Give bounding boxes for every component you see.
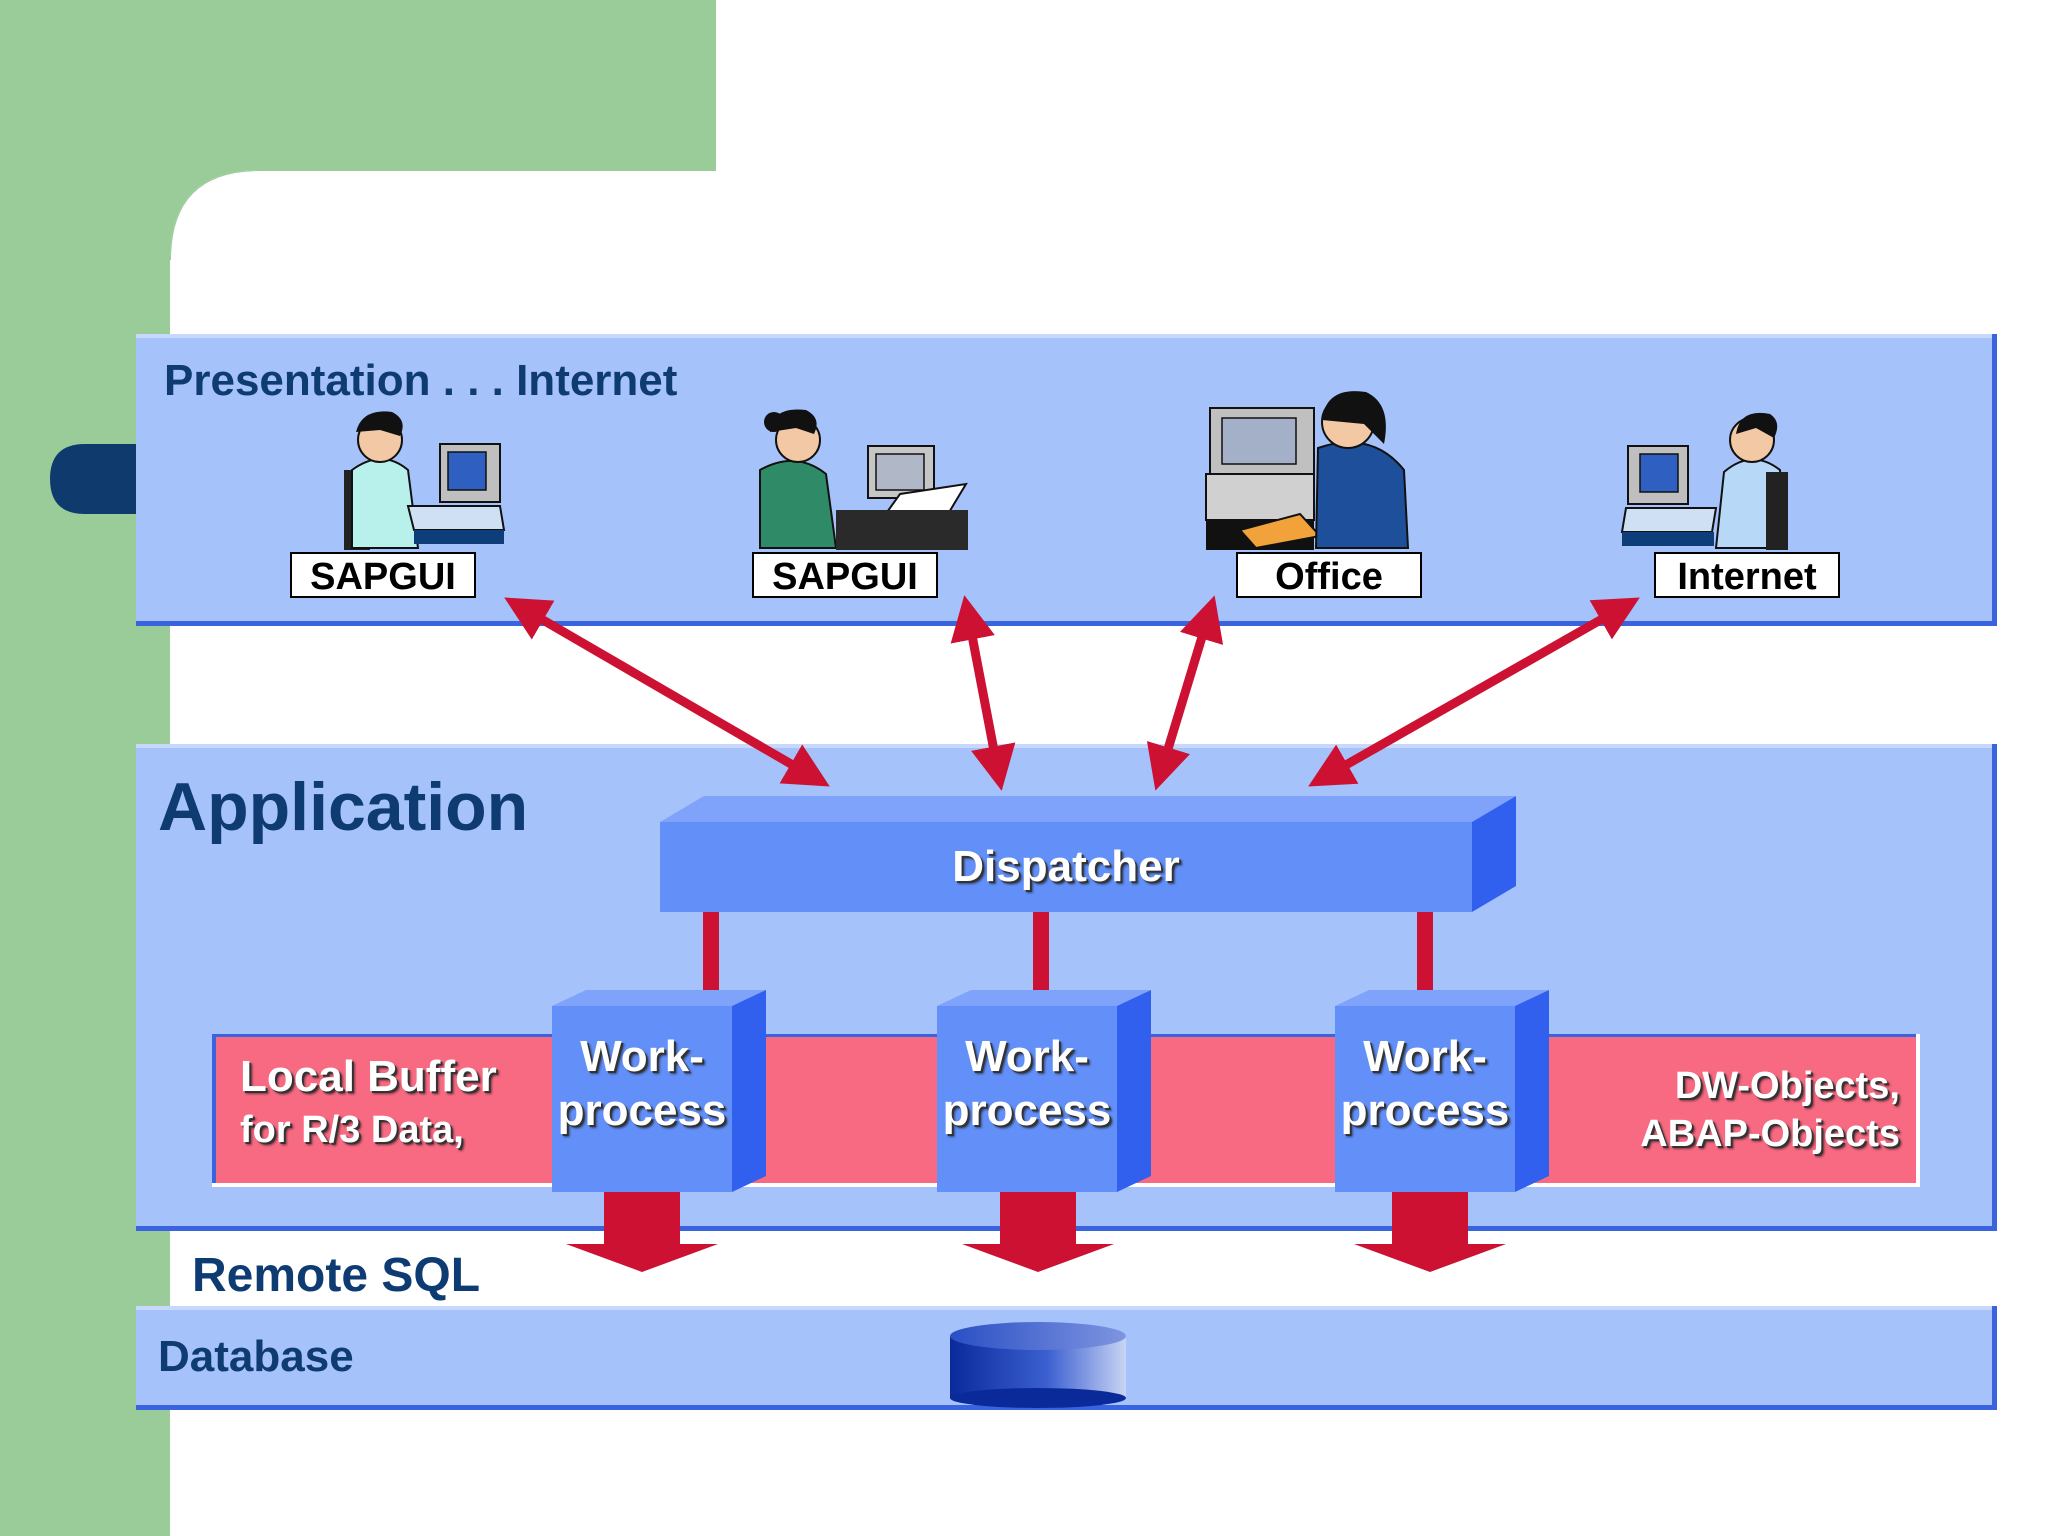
- workprocess-label-line2: process: [557, 1086, 727, 1135]
- client-label-internet: Internet: [1654, 552, 1840, 598]
- dispatcher-label: Dispatcher: [952, 842, 1180, 891]
- client-label-sapgui-2: SAPGUI: [752, 552, 938, 598]
- slide-tab: [50, 444, 140, 514]
- database-layer-title: Database: [158, 1332, 354, 1381]
- workprocess-label-line1: Work-: [580, 1032, 704, 1081]
- remote-sql-label: Remote SQL: [192, 1249, 481, 1302]
- dispatcher-connectors: [703, 912, 1433, 998]
- abap-objects-label: ABAP-Objects: [1640, 1113, 1900, 1155]
- application-layer-title: Application: [158, 769, 529, 845]
- workprocess-label-line2: process: [942, 1086, 1112, 1135]
- workprocess-box-2: [937, 990, 1151, 1192]
- user-computer-icon-2: [759, 409, 968, 550]
- local-buffer-sublabel: for R/3 Data,: [240, 1109, 464, 1151]
- workprocess-label-line1: Work-: [1363, 1032, 1487, 1081]
- client-label-office: Office: [1236, 552, 1422, 598]
- workprocess-box-1: [552, 990, 766, 1192]
- user-computer-icon-1: [344, 411, 506, 550]
- workprocess-label-line2: process: [1340, 1086, 1510, 1135]
- user-computer-icon-4: [1620, 412, 1788, 550]
- client-dispatcher-arrows: [504, 595, 1640, 791]
- workprocess-label-1: Work- process: [548, 1030, 736, 1138]
- workprocess-label-line1: Work-: [965, 1032, 1089, 1081]
- local-buffer-label: Local Buffer: [240, 1052, 497, 1101]
- workprocess-label-3: Work- process: [1331, 1030, 1519, 1138]
- client-label-sapgui-1: SAPGUI: [290, 552, 476, 598]
- user-computer-icon-3: [1205, 391, 1410, 550]
- database-cylinder-icon: [950, 1322, 1126, 1408]
- remote-sql-arrows: [566, 1192, 1506, 1272]
- dw-objects-label: DW-Objects,: [1674, 1065, 1900, 1107]
- dispatcher-box: [660, 796, 1516, 912]
- workprocess-box-3: [1335, 990, 1549, 1192]
- workprocess-label-2: Work- process: [933, 1030, 1121, 1138]
- presentation-layer-title: Presentation . . . Internet: [164, 356, 678, 405]
